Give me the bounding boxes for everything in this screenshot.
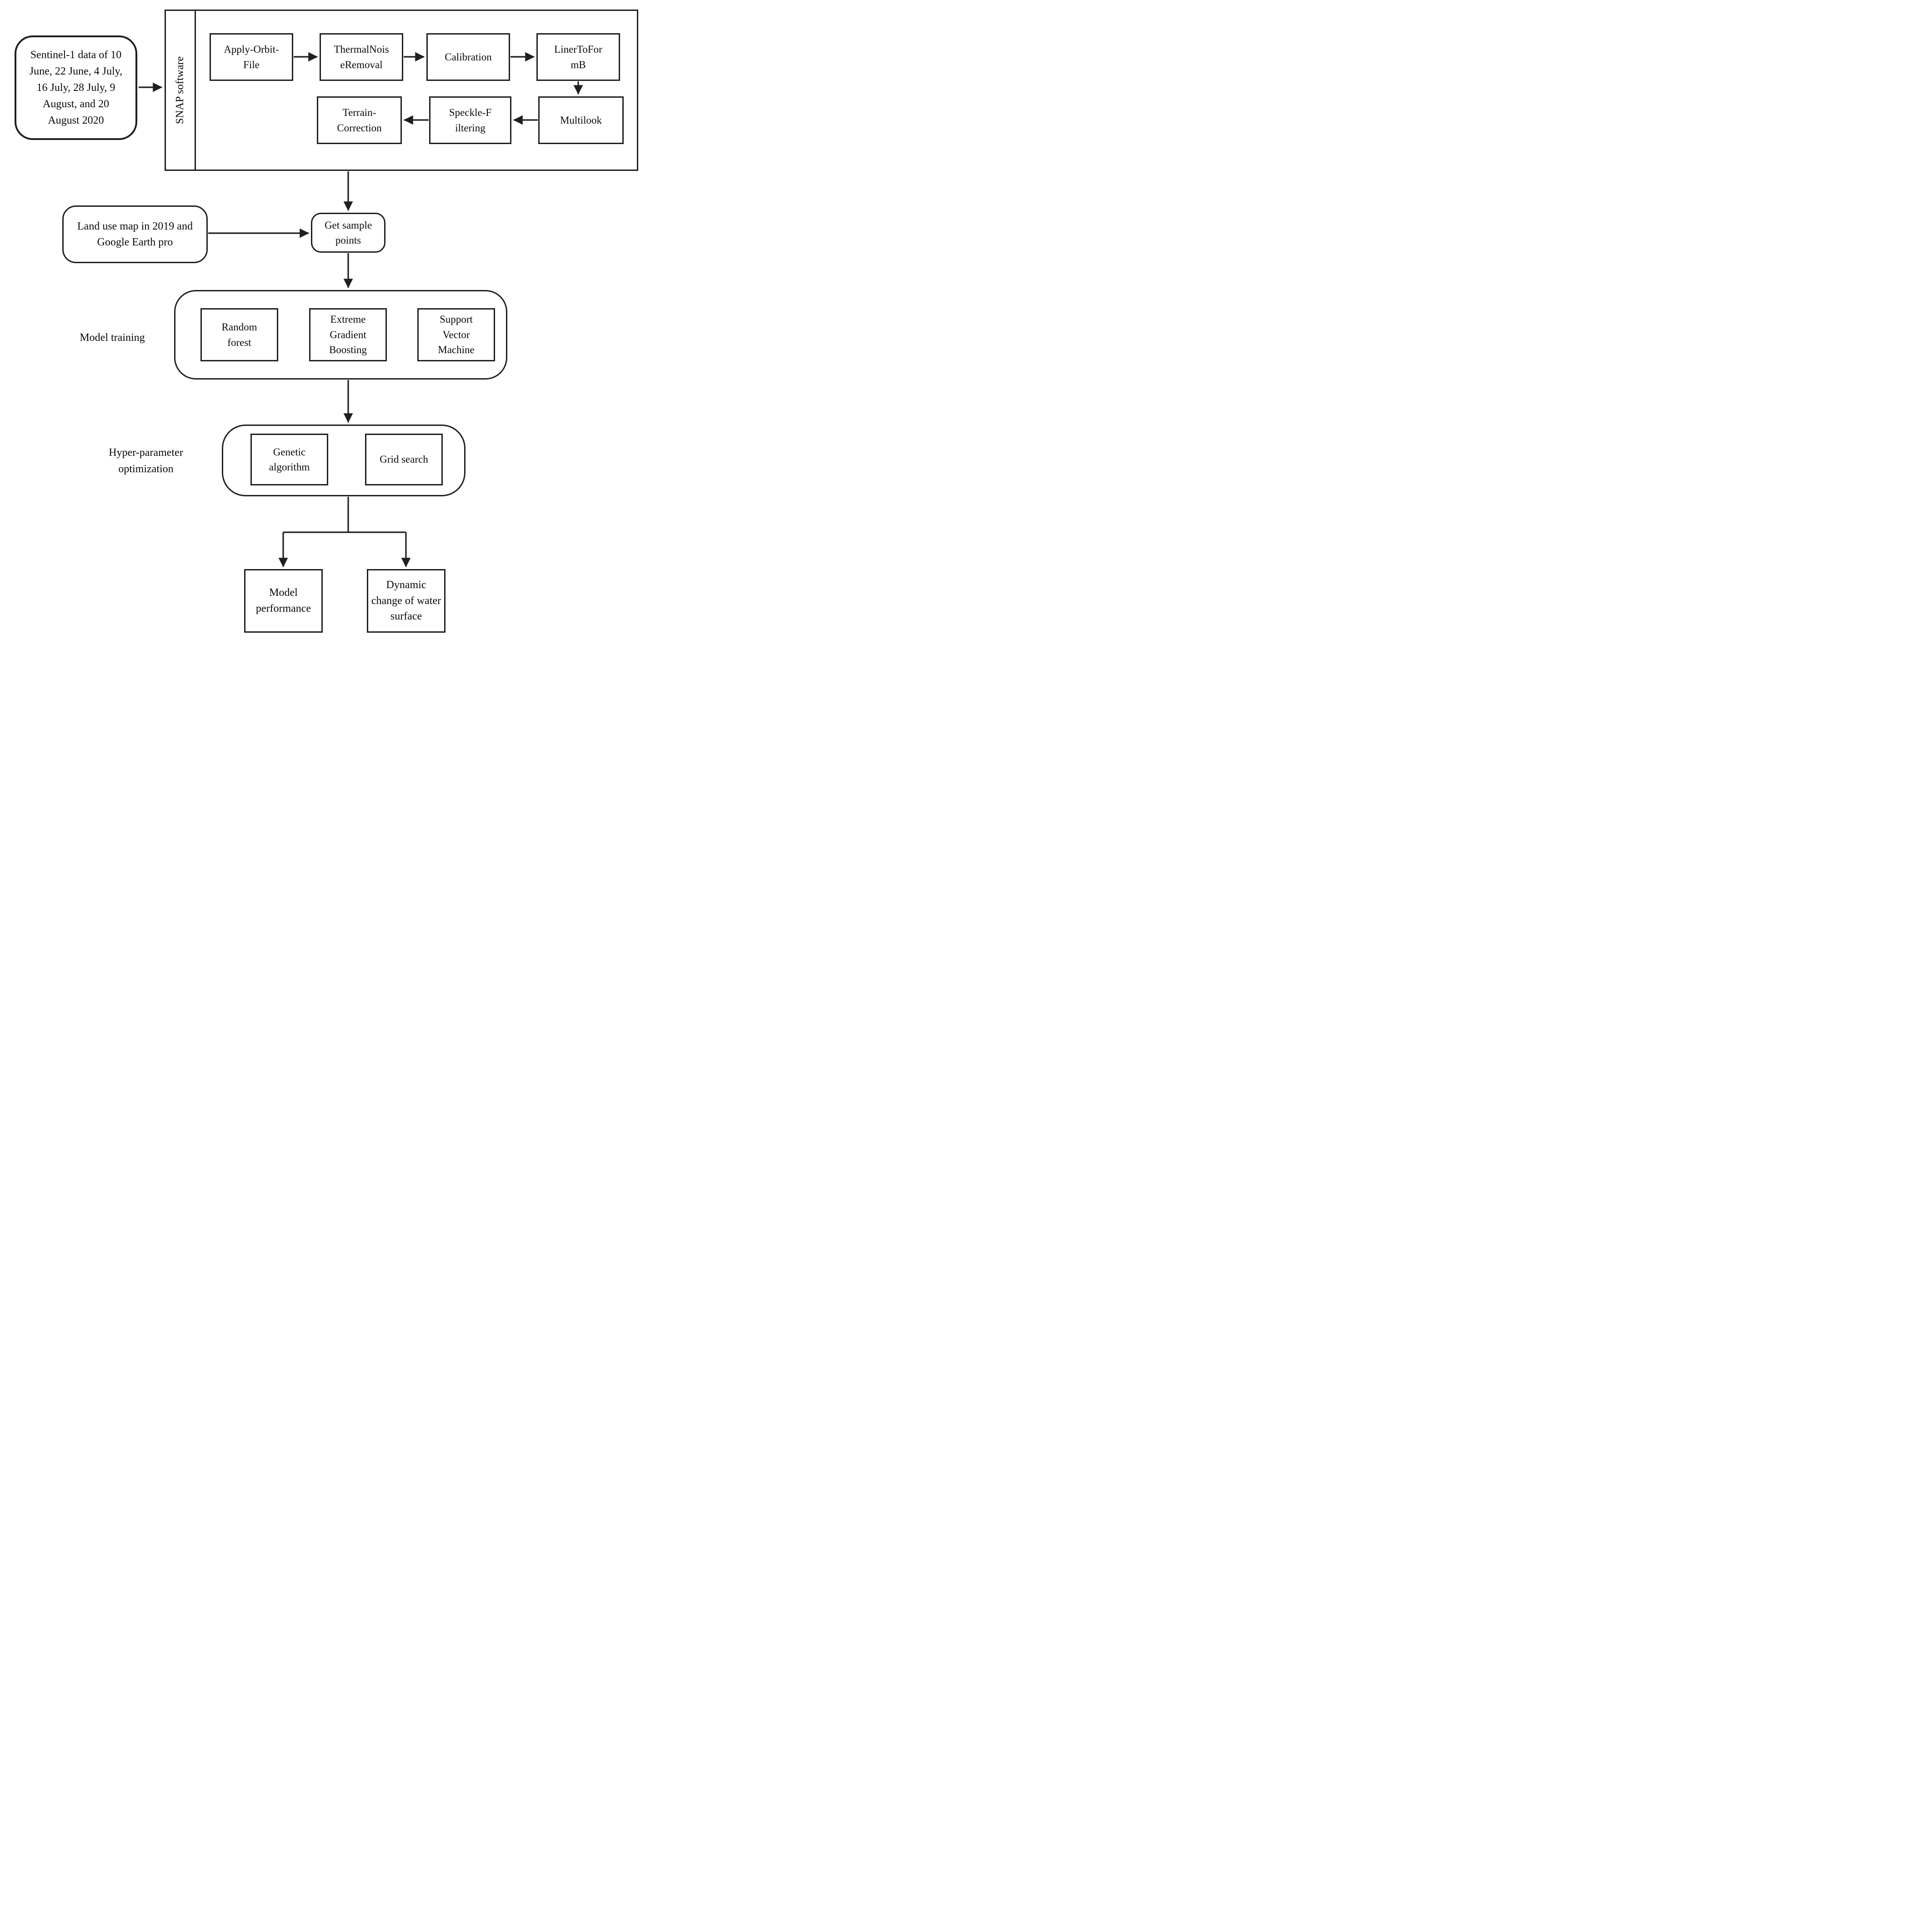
node-random-forest: Random forest bbox=[200, 308, 278, 361]
dynamic-change-label: Dynamic change of water surface bbox=[371, 579, 441, 623]
node-speckle-filtering: Speckle-F iltering bbox=[429, 96, 511, 144]
grid-search-label: Grid search bbox=[380, 454, 428, 465]
node-thermal-noise-removal: ThermalNois eRemoval bbox=[320, 33, 403, 81]
node-terrain-correction: Terrain- Correction bbox=[317, 96, 402, 144]
node-genetic-algorithm: Genetic algorithm bbox=[250, 434, 328, 485]
svm-label: Support Vector Machine bbox=[438, 314, 475, 356]
label-model-training: Model training bbox=[80, 332, 145, 344]
label-snap-software: SNAP software bbox=[174, 56, 186, 125]
connector-hyper-split bbox=[283, 497, 406, 533]
land-use-map-label: Land use map in 2019 and Google Earth pr… bbox=[77, 220, 193, 248]
node-land-use-map: Land use map in 2019 and Google Earth pr… bbox=[62, 205, 208, 263]
get-sample-points-label: Get sample points bbox=[324, 219, 372, 246]
node-grid-search: Grid search bbox=[365, 434, 443, 485]
random-forest-label: Random forest bbox=[221, 321, 257, 348]
node-svm: Support Vector Machine bbox=[417, 308, 495, 361]
genetic-algorithm-label: Genetic algorithm bbox=[269, 446, 310, 473]
liner-to-formb-label: LinerToFor mB bbox=[554, 44, 602, 70]
node-apply-orbit-file: Apply-Orbit- File bbox=[210, 33, 293, 81]
node-calibration: Calibration bbox=[426, 33, 510, 81]
speckle-filtering-label: Speckle-F iltering bbox=[449, 107, 492, 134]
flowchart-canvas: Sentinel-1 data of 10 June, 22 June, 4 J… bbox=[0, 0, 644, 638]
multilook-label: Multilook bbox=[560, 114, 602, 126]
node-sentinel-data: Sentinel-1 data of 10 June, 22 June, 4 J… bbox=[15, 35, 137, 140]
snap-software-strip: SNAP software bbox=[165, 10, 196, 171]
node-model-performance: Model performance bbox=[244, 569, 323, 633]
model-performance-label: Model performance bbox=[255, 587, 311, 615]
xgboost-label: Extreme Gradient Boosting bbox=[329, 314, 367, 356]
node-get-sample-points: Get sample points bbox=[311, 213, 385, 253]
calibration-label: Calibration bbox=[445, 51, 492, 63]
apply-orbit-file-label: Apply-Orbit- File bbox=[224, 44, 279, 70]
thermal-noise-removal-label: ThermalNois eRemoval bbox=[334, 44, 389, 70]
terrain-correction-label: Terrain- Correction bbox=[337, 107, 382, 134]
sentinel-data-label: Sentinel-1 data of 10 June, 22 June, 4 J… bbox=[29, 49, 123, 126]
label-hyperparameter-optimization: Hyper-parameter optimization bbox=[109, 447, 183, 475]
node-dynamic-change: Dynamic change of water surface bbox=[367, 569, 445, 633]
node-multilook: Multilook bbox=[538, 96, 624, 144]
node-xgboost: Extreme Gradient Boosting bbox=[309, 308, 387, 361]
node-liner-to-formb: LinerToFor mB bbox=[536, 33, 620, 81]
